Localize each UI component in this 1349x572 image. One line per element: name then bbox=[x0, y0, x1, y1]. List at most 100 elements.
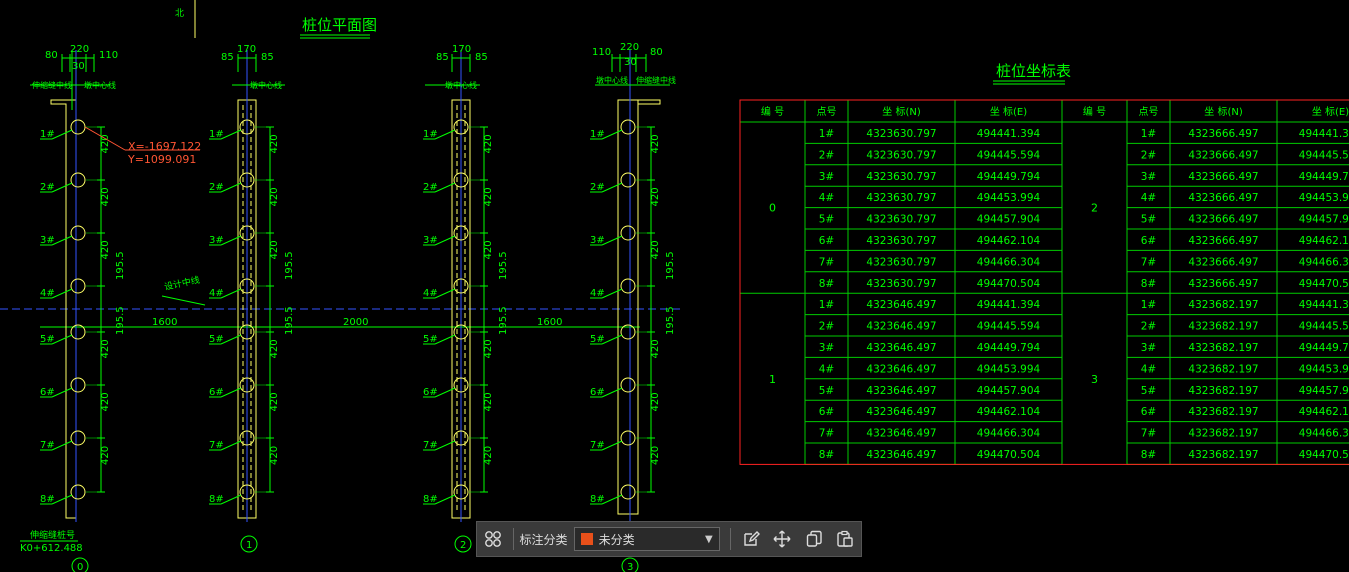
top-dim: 110 bbox=[592, 47, 611, 58]
top-dim: 85 bbox=[261, 52, 274, 63]
pile-circle bbox=[453, 324, 469, 340]
table-cell: 6# bbox=[819, 235, 834, 247]
pile-circle bbox=[70, 172, 86, 188]
pile-leader bbox=[220, 334, 242, 345]
table-cell: 494470.504 bbox=[1299, 278, 1349, 290]
table-cell: 3# bbox=[1141, 342, 1156, 354]
table-cell: 4# bbox=[819, 192, 834, 204]
pile-leader bbox=[434, 494, 456, 505]
expansion-center-label: 伸缩缝中线 bbox=[636, 75, 676, 85]
pile-leader bbox=[601, 288, 623, 299]
coordinate-x: X=-1697.122 bbox=[128, 140, 201, 153]
pile-leader bbox=[601, 129, 623, 140]
copy-button[interactable] bbox=[798, 522, 830, 556]
pile-circle bbox=[453, 430, 469, 446]
table-cell: 4323646.497 bbox=[866, 321, 936, 333]
pile-circle bbox=[453, 484, 469, 500]
pile-leader bbox=[51, 288, 73, 299]
spacing-dim: 420 bbox=[483, 339, 494, 358]
table-cell: 2# bbox=[1141, 321, 1156, 333]
table-cell: 4323646.497 bbox=[866, 385, 936, 397]
table-cell: 8# bbox=[819, 278, 834, 290]
pile-label: 2# bbox=[209, 182, 224, 193]
table-cell: 494462.104 bbox=[977, 406, 1041, 418]
grid-menu-button[interactable] bbox=[477, 522, 509, 556]
pile-circle bbox=[70, 484, 86, 500]
spacing-dim: 420 bbox=[269, 187, 280, 206]
move-button[interactable] bbox=[766, 522, 798, 556]
table-cell: 494445.594 bbox=[1299, 321, 1349, 333]
table-cell: 5# bbox=[819, 214, 834, 226]
table-cell: 494453.994 bbox=[1299, 192, 1349, 204]
pier-center-label: 墩中心线 bbox=[596, 75, 628, 85]
category-color-swatch bbox=[580, 533, 593, 545]
pile-label: 5# bbox=[423, 334, 438, 345]
spacing-dim: 420 bbox=[483, 187, 494, 206]
table-cell: 494462.104 bbox=[1299, 406, 1349, 418]
pile-label: 4# bbox=[40, 288, 55, 299]
pile-circle bbox=[70, 430, 86, 446]
table-header-cell: 坐 标(E) bbox=[1312, 106, 1349, 118]
spacing-dim: 420 bbox=[269, 240, 280, 259]
pile-leader bbox=[51, 129, 73, 140]
table-group-id: 1 bbox=[769, 373, 776, 386]
pile-leader bbox=[601, 334, 623, 345]
pile-label: 8# bbox=[423, 494, 438, 505]
category-select[interactable]: 未分类 ▼ bbox=[573, 527, 720, 551]
pile-leader bbox=[434, 129, 456, 140]
table-cell: 4323666.497 bbox=[1188, 171, 1258, 183]
axis-id: 3 bbox=[627, 562, 633, 572]
edit-button[interactable] bbox=[735, 522, 767, 556]
axis-bubble bbox=[454, 535, 472, 553]
paste-button[interactable] bbox=[829, 522, 861, 556]
spacing-dim: 420 bbox=[269, 339, 280, 358]
table-header-cell: 编 号 bbox=[761, 105, 784, 118]
move-icon bbox=[773, 530, 791, 548]
table-cell: 4# bbox=[1141, 192, 1156, 204]
top-dim: 85 bbox=[436, 52, 449, 63]
pile-circle bbox=[620, 484, 636, 500]
pier-1: 1#2#3#4#5#6#7#8#420420420420420420195.51… bbox=[209, 50, 295, 553]
top-dim: 220 bbox=[70, 44, 89, 55]
table-cell: 4323666.497 bbox=[1188, 256, 1258, 268]
table-cell: 2# bbox=[1141, 149, 1156, 161]
table-cell: 4323630.797 bbox=[866, 278, 936, 290]
table-cell: 4323630.797 bbox=[866, 256, 936, 268]
table-cell: 4323646.497 bbox=[866, 299, 936, 311]
table-cell: 4323682.197 bbox=[1188, 321, 1258, 333]
spacing-dim: 420 bbox=[269, 392, 280, 411]
leader-line bbox=[161, 295, 206, 306]
table-cell: 494445.594 bbox=[1299, 149, 1349, 161]
pile-circle bbox=[620, 324, 636, 340]
axis-bubble bbox=[240, 535, 258, 553]
table-cell: 8# bbox=[1141, 449, 1156, 461]
pile-circle bbox=[70, 324, 86, 340]
table-cell: 494466.304 bbox=[977, 256, 1041, 268]
top-dim: 80 bbox=[650, 47, 663, 58]
table-cell: 494466.304 bbox=[1299, 256, 1349, 268]
table-cell: 2# bbox=[819, 149, 834, 161]
table-header-cell: 坐 标(N) bbox=[1204, 106, 1243, 118]
annotation-toolbar: 标注分类 未分类 ▼ bbox=[476, 521, 862, 557]
axis-id: 1 bbox=[246, 540, 252, 551]
table-cell: 6# bbox=[1141, 406, 1156, 418]
offset-dim: 195.5 bbox=[498, 251, 509, 280]
table-cell: 2# bbox=[819, 321, 834, 333]
table-cell: 4323646.497 bbox=[866, 428, 936, 440]
pile-leader bbox=[601, 440, 623, 451]
pile-label: 7# bbox=[209, 440, 224, 451]
table-cell: 4323682.197 bbox=[1188, 363, 1258, 375]
pile-leader bbox=[220, 182, 242, 193]
table-cell: 494466.304 bbox=[977, 428, 1041, 440]
spacing-dim: 420 bbox=[483, 392, 494, 411]
offset-dim: 195.5 bbox=[284, 251, 295, 280]
pile-leader bbox=[601, 494, 623, 505]
axis-bubble bbox=[621, 557, 639, 572]
top-dim: 170 bbox=[452, 44, 471, 55]
pile-leader bbox=[601, 235, 623, 246]
pile-circle bbox=[239, 172, 255, 188]
table-cell: 6# bbox=[819, 406, 834, 418]
pile-leader bbox=[220, 288, 242, 299]
axis-id: 0 bbox=[77, 562, 83, 572]
